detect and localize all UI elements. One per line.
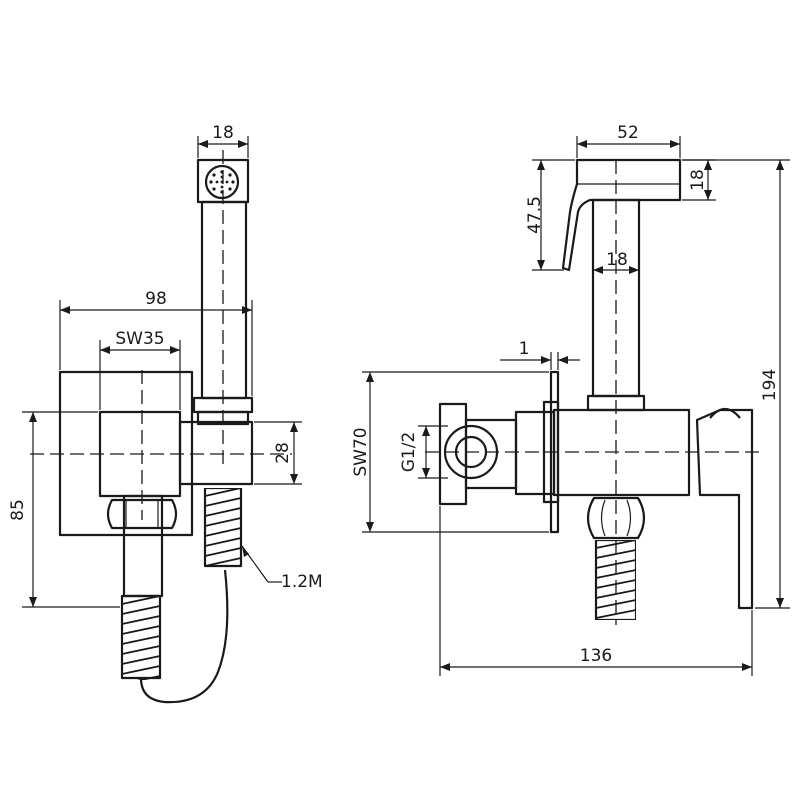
dim-label: SW35 — [115, 329, 164, 349]
dim-side-body-height: 28 — [254, 421, 302, 485]
dim-side-hose-length: 1.2M — [241, 545, 323, 592]
dim-side-head-width: 18 — [197, 123, 249, 158]
dim-label: 1 — [519, 339, 530, 359]
dim-front-head-length: 52 — [576, 123, 681, 158]
dim-label: SW70 — [351, 427, 371, 476]
dim-label: 194 — [760, 369, 780, 401]
dim-label: 1.2M — [281, 572, 323, 592]
front-lever — [695, 407, 754, 610]
spray-holes — [209, 170, 235, 194]
dim-label: 136 — [580, 646, 612, 666]
dim-front-flange-offset: 1 — [500, 339, 580, 370]
dim-label: 98 — [145, 289, 167, 309]
front-hose-nut — [586, 496, 646, 540]
dim-label: 47.5 — [525, 196, 545, 234]
dim-front-wrench: SW70 — [351, 371, 549, 533]
dim-label: 18 — [688, 169, 708, 191]
front-view: 52 18 47.5 18 — [351, 123, 790, 676]
side-hose-loop — [139, 569, 229, 704]
front-spray-head — [561, 158, 682, 272]
side-hose-left — [120, 594, 162, 680]
dim-side-wrench: SW35 — [99, 329, 181, 410]
dim-front-total-width: 136 — [439, 506, 753, 676]
dim-label: 52 — [617, 123, 639, 143]
dim-front-head-height: 47.5 — [525, 159, 575, 271]
dim-side-total-width: 98 — [59, 289, 253, 396]
dim-front-total-height: 194 — [682, 159, 790, 609]
dim-front-thread: G1/2 — [399, 425, 448, 479]
spray-face-icon — [204, 164, 240, 200]
side-hose-mid — [203, 488, 243, 568]
dim-front-head-thickness: 18 — [682, 159, 716, 201]
front-inlet-connector — [438, 402, 518, 506]
dim-side-height: 85 — [8, 411, 120, 608]
dim-front-handle-width: 18 — [593, 250, 639, 274]
side-view: 18 98 SW35 85 — [8, 123, 323, 704]
dim-label: 85 — [8, 499, 28, 521]
dim-label: G1/2 — [399, 432, 419, 473]
dim-label: 28 — [273, 442, 293, 464]
dim-label: 18 — [606, 250, 628, 270]
dim-label: 18 — [212, 123, 234, 143]
